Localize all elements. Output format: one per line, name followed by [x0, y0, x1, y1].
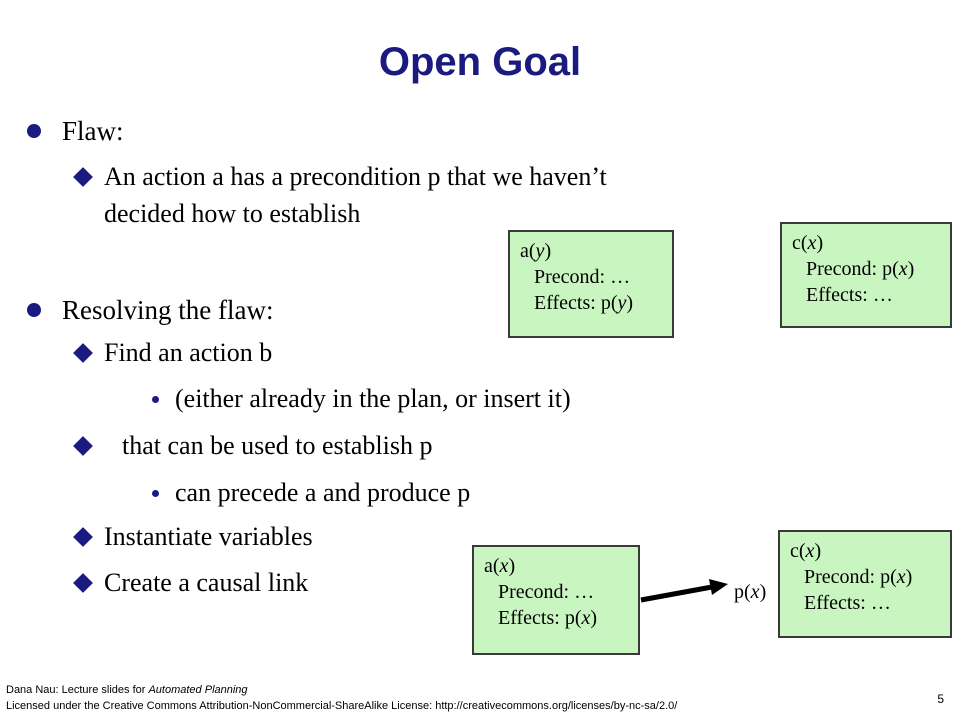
bullet-resolving: Resolving the flaw: [62, 295, 274, 325]
causal-link-item: Create a causal link [104, 568, 309, 597]
action-box-a-x: a(x) Precond: … Effects: p(x) [472, 545, 640, 655]
slide-title: Open Goal [378, 40, 582, 84]
precond-line: Precond: p(x) [804, 566, 913, 588]
flaw-description-line1: An action a has a precondition p that we… [104, 162, 607, 191]
establish-item: that can be used to establish p [122, 431, 433, 460]
action-name: c(x) [792, 232, 824, 254]
bullet-dot [27, 124, 41, 138]
footer-credit: Dana Nau: Lecture slides for Automated P… [6, 684, 248, 696]
bullet-small-dot [152, 490, 159, 497]
action-name: c(x) [790, 540, 822, 562]
bullet-diamond [73, 436, 93, 456]
page-number: 5 [937, 692, 944, 706]
bullet-diamond [73, 573, 93, 593]
bullet-diamond [73, 343, 93, 363]
find-action-item: Find an action b [104, 338, 273, 367]
bullet-small-dot [152, 396, 159, 403]
precond-line: Precond: … [498, 581, 595, 603]
action-box-c-x: c(x) Precond: p(x) Effects: … [780, 222, 952, 328]
causal-link-label: p(x) [734, 581, 767, 603]
effects-line: Effects: p(y) [534, 292, 634, 314]
bullet-dot [27, 303, 41, 317]
either-note-item: (either already in the plan, or insert i… [175, 384, 571, 413]
action-box-c-x-bottom: c(x) Precond: p(x) Effects: … [778, 530, 952, 638]
bullet-flaw: Flaw: [62, 116, 124, 146]
flaw-description-line2: decided how to establish [104, 199, 361, 228]
instantiate-item: Instantiate variables [104, 522, 313, 551]
bullet-diamond [73, 527, 93, 547]
precede-item: can precede a and produce p [175, 478, 471, 507]
precond-line: Precond: p(x) [806, 258, 915, 280]
action-name: a(y) [520, 240, 552, 262]
precond-line: Precond: … [534, 266, 631, 288]
footer-license: Licensed under the Creative Commons Attr… [6, 700, 678, 712]
bullet-diamond [73, 167, 93, 187]
action-box-a-y: a(y) Precond: … Effects: p(y) [508, 230, 674, 338]
effects-line: Effects: … [806, 284, 893, 306]
action-name: a(x) [484, 555, 516, 577]
effects-line: Effects: p(x) [498, 607, 598, 629]
effects-line: Effects: … [804, 592, 891, 614]
